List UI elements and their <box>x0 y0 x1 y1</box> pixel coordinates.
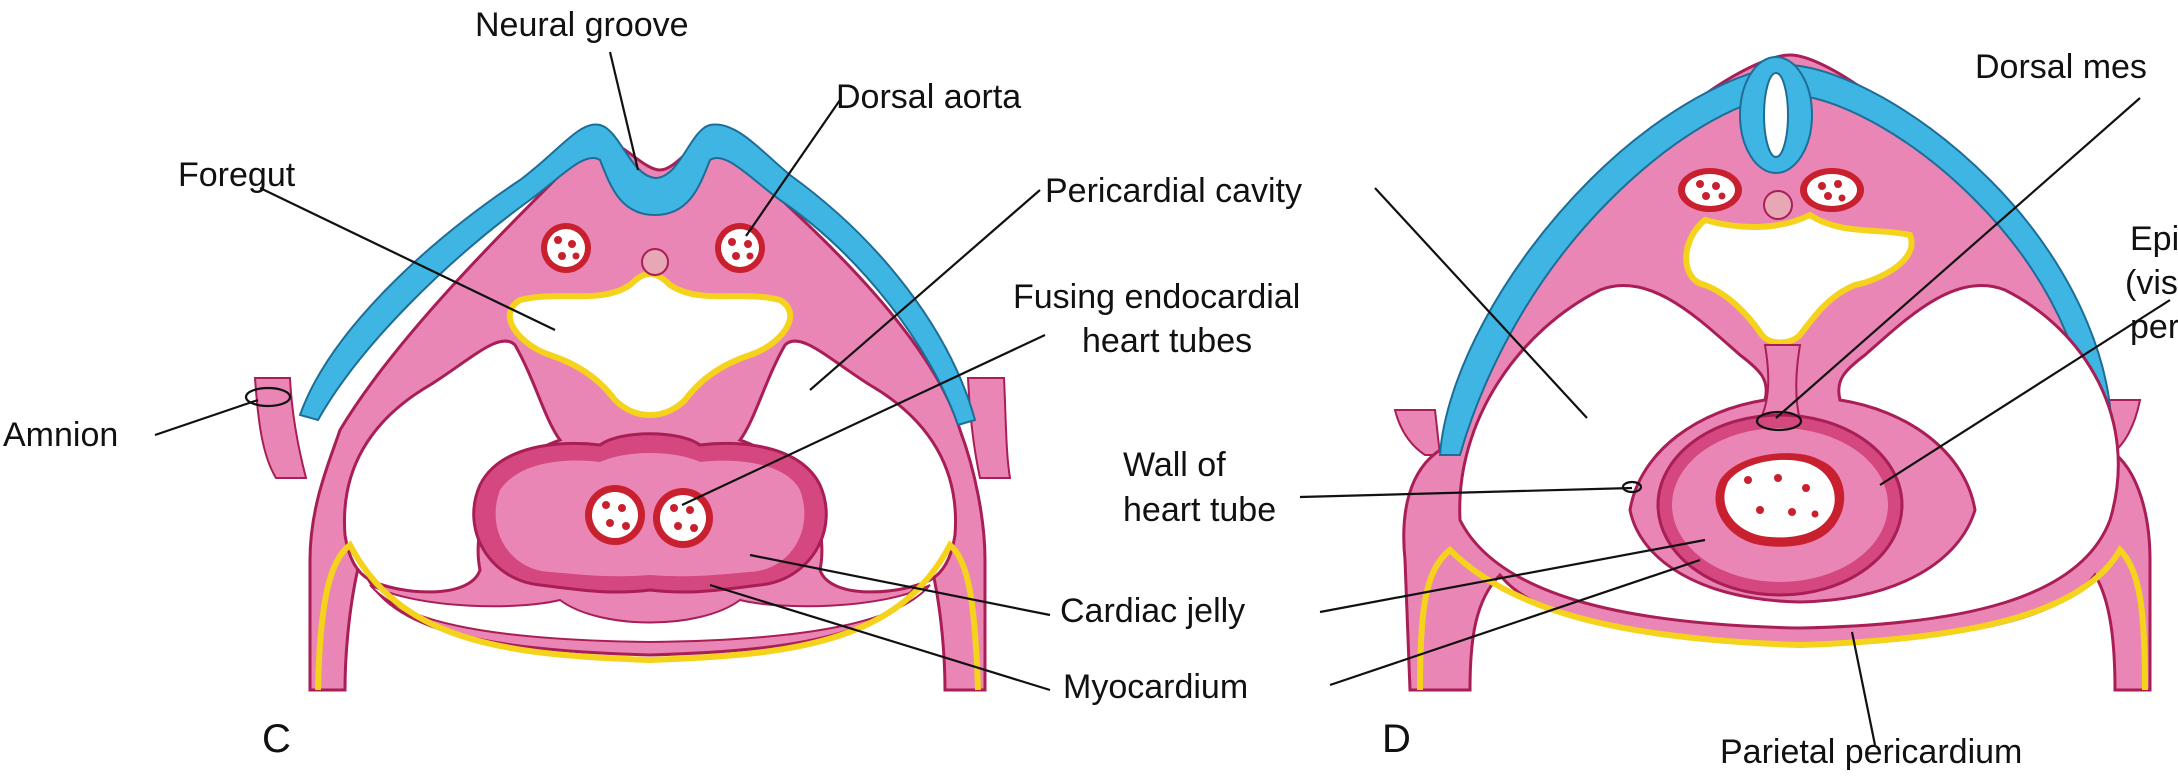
ectoderm-c <box>298 123 977 427</box>
panel-d-labels: Dorsal mes Epi (vis per Wall of heart tu… <box>1123 48 2178 771</box>
foregut-d <box>1683 211 1915 346</box>
label-heart-tube: heart tube <box>1123 491 1276 529</box>
label-epi-line1: Epi <box>2130 220 2178 258</box>
endoderm-floor-c <box>315 540 981 691</box>
label-parietal-pericardium: Parietal pericardium <box>1720 733 2022 771</box>
label-neural-groove: Neural groove <box>475 6 689 44</box>
label-myocardium: Myocardium <box>1063 668 1248 706</box>
panel-c-drawing <box>253 123 1012 692</box>
endoderm-floor-d <box>1417 545 2148 691</box>
amnion-right-limb <box>966 377 1012 479</box>
pericardial-cavity-c-lower <box>369 584 931 644</box>
label-pericardial-cavity: Pericardial cavity <box>1045 172 1302 210</box>
label-amnion: Amnion <box>3 416 118 454</box>
pericardial-cavity-c <box>342 339 563 594</box>
endocardial-tube-c-right <box>653 488 713 548</box>
amnion-d-left <box>1393 409 1442 456</box>
dorsal-aorta-c-left <box>541 223 591 273</box>
label-heart-tubes: heart tubes <box>1082 322 1252 360</box>
neural-canal-d <box>1763 72 1789 158</box>
label-cardiac-jelly: Cardiac jelly <box>1060 592 1245 630</box>
panel-c-leaders <box>154 51 1051 692</box>
notochord-d <box>1763 190 1793 220</box>
label-wall-of: Wall of <box>1123 446 1226 484</box>
endocardial-tube-c-left <box>585 485 645 545</box>
notochord-c <box>641 248 669 276</box>
dorsal-aorta-d-left <box>1678 168 1742 212</box>
label-epi-line3: per <box>2130 308 2178 346</box>
label-fusing-endocardial: Fusing endocardial <box>1013 278 1300 316</box>
dorsal-aorta-c-right <box>715 223 765 273</box>
cardiac-jelly-c <box>495 453 805 577</box>
panel-c-labels: Neural groove Dorsal aorta Foregut Peric… <box>3 6 1302 761</box>
label-foregut: Foregut <box>178 156 296 194</box>
panel-letter-d: D <box>1382 717 1411 761</box>
label-epi-line2: (vis <box>2125 264 2178 302</box>
pericardial-cavity-c-right <box>737 339 958 594</box>
amnion-left-limb <box>253 377 308 479</box>
foregut-c <box>506 270 794 418</box>
panel-letter-c: C <box>262 717 291 761</box>
pericardial-cavity-d <box>1458 283 2120 630</box>
endocardium-d <box>1715 453 1845 547</box>
dorsal-aorta-d-right <box>1800 168 1864 212</box>
label-dorsal-mesocardium: Dorsal mes <box>1975 48 2147 86</box>
panel-d-leaders <box>1299 97 2171 746</box>
label-dorsal-aorta: Dorsal aorta <box>836 78 1021 116</box>
panel-d-drawing <box>1393 53 2152 692</box>
